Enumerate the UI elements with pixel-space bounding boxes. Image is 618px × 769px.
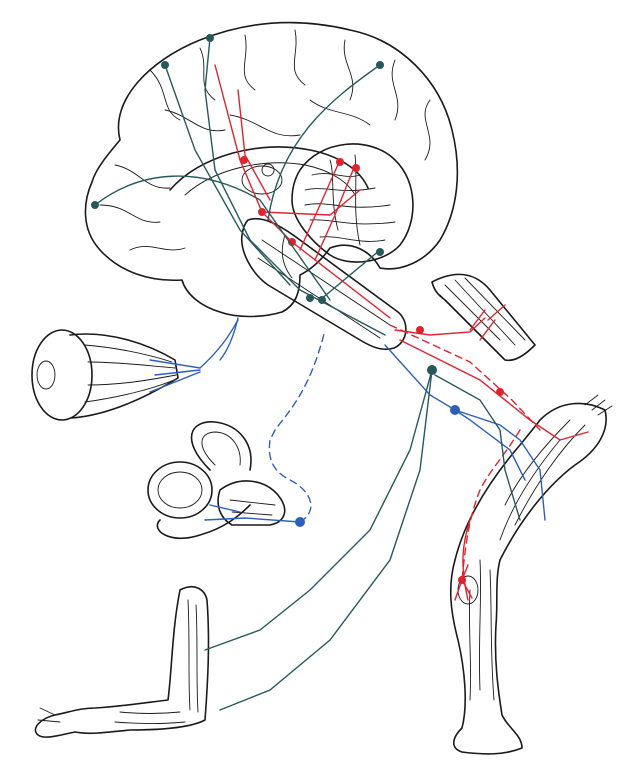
arm-muscles-icon	[35, 587, 208, 737]
leg-muscles-icon	[451, 395, 612, 754]
cerebellum-icon	[292, 144, 413, 262]
proprioceptive-pathway-descending	[205, 365, 520, 710]
brain-midsagittal-icon	[85, 23, 457, 317]
proprioceptive-pathway-brain	[91, 34, 385, 335]
motor-pathway-brain	[215, 65, 390, 318]
motor-pathway-descending	[390, 318, 588, 600]
brainstem-icon	[242, 219, 406, 350]
muscle-fragment-icon	[432, 274, 535, 360]
eyeball-with-muscles-icon	[32, 320, 238, 420]
